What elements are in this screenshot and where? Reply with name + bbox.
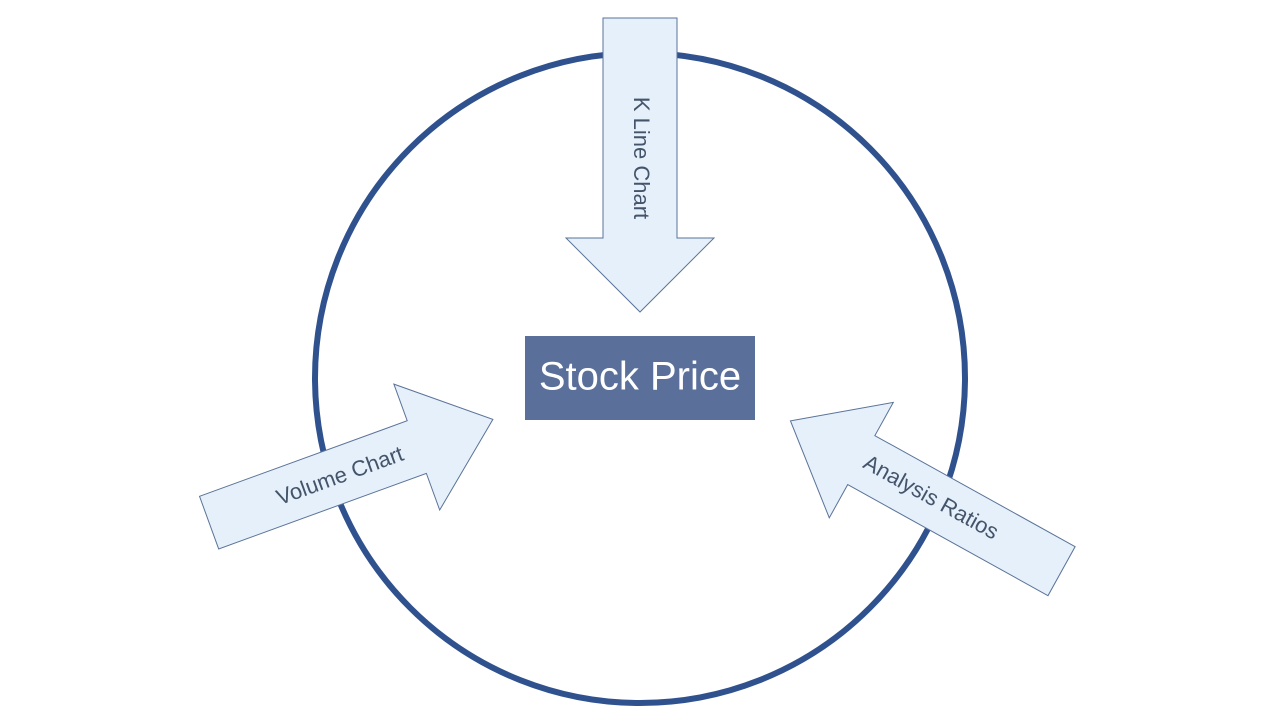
arrow-volume-chart: Volume Chart bbox=[198, 383, 494, 550]
arrow-k-line-chart: K Line Chart bbox=[564, 17, 716, 313]
arrow-shape bbox=[789, 401, 1076, 597]
center-node: Stock Price bbox=[525, 336, 755, 420]
arrow-shape bbox=[564, 17, 716, 313]
arrow-shape bbox=[198, 383, 494, 550]
arrow-analysis-ratios: Analysis Ratios bbox=[789, 401, 1076, 597]
center-label: Stock Price bbox=[539, 355, 741, 399]
center-box bbox=[525, 336, 755, 420]
arrow-label-k-line-chart: K Line Chart bbox=[629, 97, 654, 219]
